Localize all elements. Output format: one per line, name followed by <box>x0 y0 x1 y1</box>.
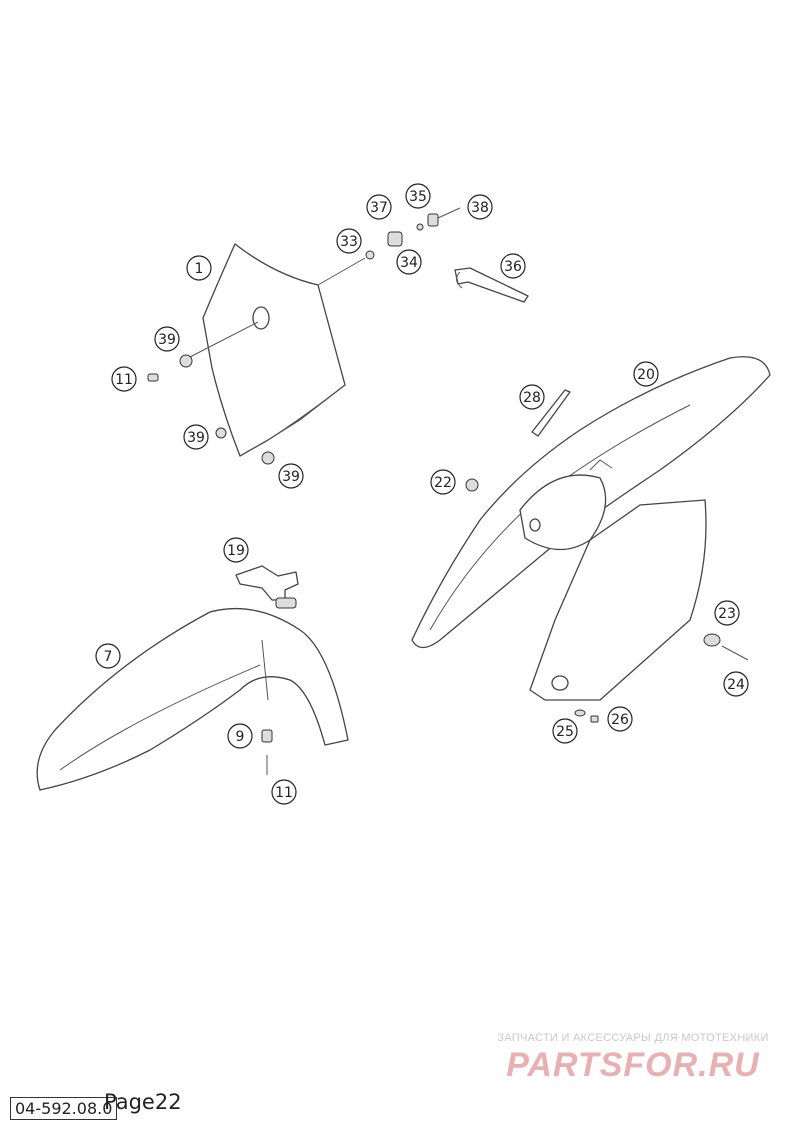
callout-39-upper: 39 <box>154 326 180 352</box>
screw-11-upper <box>147 373 159 382</box>
part-number-plate <box>202 243 346 457</box>
svg-text:38: 38 <box>471 200 489 216</box>
callout-39-left: 39 <box>183 424 209 450</box>
callout-34: 34 <box>396 249 422 275</box>
part-front-fender <box>36 607 349 791</box>
part-28-pad <box>531 389 571 437</box>
nut-39-left <box>215 427 227 439</box>
callout-19: 19 <box>223 537 249 563</box>
part-36-strap <box>454 267 529 303</box>
svg-text:7: 7 <box>104 649 113 665</box>
svg-text:26: 26 <box>611 712 629 728</box>
svg-text:39: 39 <box>282 469 300 485</box>
screw-24 <box>721 645 749 661</box>
callout-1: 1 <box>186 255 212 281</box>
svg-text:19: 19 <box>227 543 245 559</box>
callout-22: 22 <box>430 469 456 495</box>
callout-38: 38 <box>467 194 493 220</box>
callout-28: 28 <box>519 384 545 410</box>
svg-text:23: 23 <box>718 606 736 622</box>
svg-text:11: 11 <box>115 372 133 388</box>
callout-36: 36 <box>500 253 526 279</box>
leader-1 <box>317 257 366 286</box>
svg-text:9: 9 <box>236 729 245 745</box>
callout-37: 37 <box>366 194 392 220</box>
part-23-grommet <box>703 633 721 647</box>
nut-39-upper <box>179 354 193 368</box>
nut-22 <box>465 478 479 492</box>
svg-text:11: 11 <box>275 785 293 801</box>
svg-text:33: 33 <box>340 234 358 250</box>
callout-26: 26 <box>607 706 633 732</box>
svg-text:25: 25 <box>556 724 574 740</box>
callout-11-upper: 11 <box>111 366 137 392</box>
page-label: Page22 <box>104 1090 182 1114</box>
callout-9: 9 <box>227 723 253 749</box>
callout-23: 23 <box>714 600 740 626</box>
callout-7: 7 <box>95 643 121 669</box>
callout-24: 24 <box>723 671 749 697</box>
callout-20: 20 <box>633 361 659 387</box>
svg-text:35: 35 <box>409 189 427 205</box>
svg-text:37: 37 <box>370 200 388 216</box>
svg-text:1: 1 <box>195 261 204 277</box>
svg-text:39: 39 <box>158 332 176 348</box>
watermark-tagline: ЗАПЧАСТИ И АКСЕССУАРЫ ДЛЯ МОТОТЕХНИКИ <box>497 1032 769 1044</box>
spacer-9 <box>261 729 273 743</box>
part-19-bracket <box>235 565 299 609</box>
svg-text:20: 20 <box>637 367 655 383</box>
callout-11-lower: 11 <box>271 779 297 805</box>
leader-39a <box>187 321 259 359</box>
nut-39-bottom <box>261 451 275 465</box>
screw-26 <box>590 715 599 723</box>
svg-text:36: 36 <box>504 259 522 275</box>
diagram-code: 04-592.08.0 <box>10 1097 118 1120</box>
callout-25: 25 <box>552 718 578 744</box>
svg-text:22: 22 <box>434 475 452 491</box>
watermark-logo: PARTSFOR.RU <box>506 1046 760 1084</box>
watermark: ЗАПЧАСТИ И АКСЕССУАРЫ ДЛЯ МОТОТЕХНИКИ PA… <box>478 1032 788 1085</box>
hardware-33-34-35-37-38 <box>365 207 461 260</box>
svg-text:39: 39 <box>187 430 205 446</box>
part-rear-fender <box>411 356 771 701</box>
washer-25 <box>574 709 586 717</box>
callout-35: 35 <box>405 183 431 209</box>
svg-text:24: 24 <box>727 677 745 693</box>
svg-text:28: 28 <box>523 390 541 406</box>
svg-text:34: 34 <box>400 255 418 271</box>
callout-33: 33 <box>336 228 362 254</box>
callout-39-bottom: 39 <box>278 463 304 489</box>
